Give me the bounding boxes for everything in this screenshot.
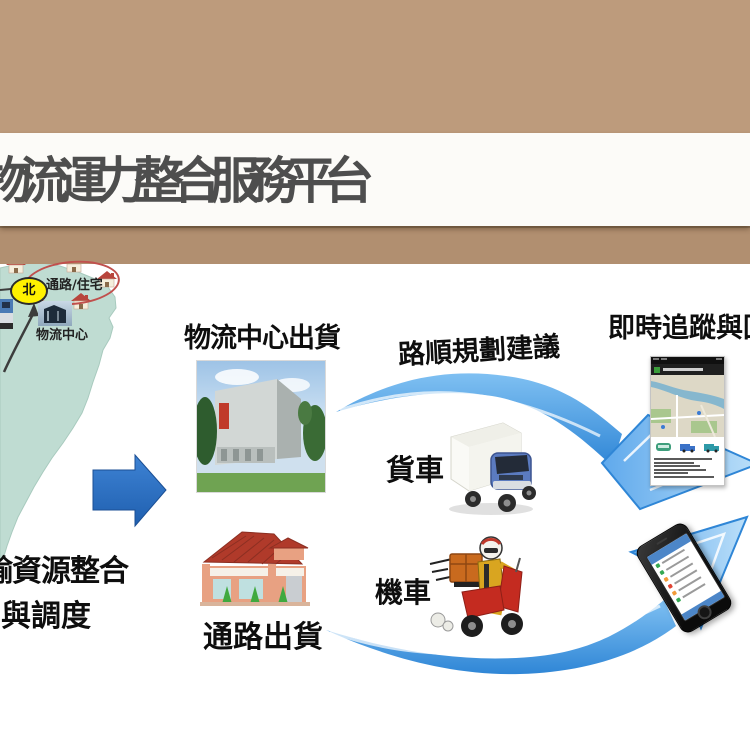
- truck-label: 貨車: [386, 453, 445, 487]
- channel-housing-label: 通路/住宅: [46, 278, 103, 293]
- channel-ship-label: 通路出貨: [203, 620, 323, 655]
- resource-caption-line2: 與調度: [1, 599, 91, 634]
- title-band: 物流運力整合服務平台: [0, 133, 750, 226]
- scooter-illustration: [428, 532, 528, 644]
- app-header-bar: [651, 364, 724, 375]
- app-vehicle-row: [651, 437, 724, 456]
- app-icon: [654, 366, 660, 373]
- logistics-center-label: 物流中心: [36, 328, 89, 343]
- map-truck-icon: [0, 299, 13, 333]
- list-item-icon: [671, 590, 678, 596]
- app-map-view: [651, 375, 724, 437]
- tracking-label: 即時追蹤與回: [608, 313, 750, 344]
- divider-bar: [0, 226, 750, 264]
- bus-green-icon: [656, 442, 671, 451]
- app-title-text: [663, 368, 703, 371]
- truck-blue-icon: [680, 443, 695, 452]
- slide-title: 物流運力整合服務平台: [0, 152, 374, 210]
- north-badge: 北: [10, 277, 48, 305]
- tracking-app-screenshot: [650, 356, 725, 486]
- app-status-bar: [651, 357, 724, 364]
- list-item-icon: [675, 597, 682, 603]
- logistics-center-thumb: [38, 301, 72, 326]
- resource-caption-line1: 輸資源整合: [0, 554, 129, 589]
- list-item-icon: [663, 576, 669, 583]
- dc-ship-label: 物流中心出貨: [184, 323, 341, 354]
- truck-teal-icon: [704, 443, 719, 452]
- list-item-icon: [659, 569, 665, 576]
- app-info-lines: [651, 456, 724, 478]
- store-illustration: [198, 528, 313, 614]
- delivery-truck-illustration: [443, 417, 537, 521]
- list-item-icon: [655, 562, 661, 569]
- scooter-label: 機車: [375, 576, 432, 609]
- warehouse-photo: [196, 360, 326, 493]
